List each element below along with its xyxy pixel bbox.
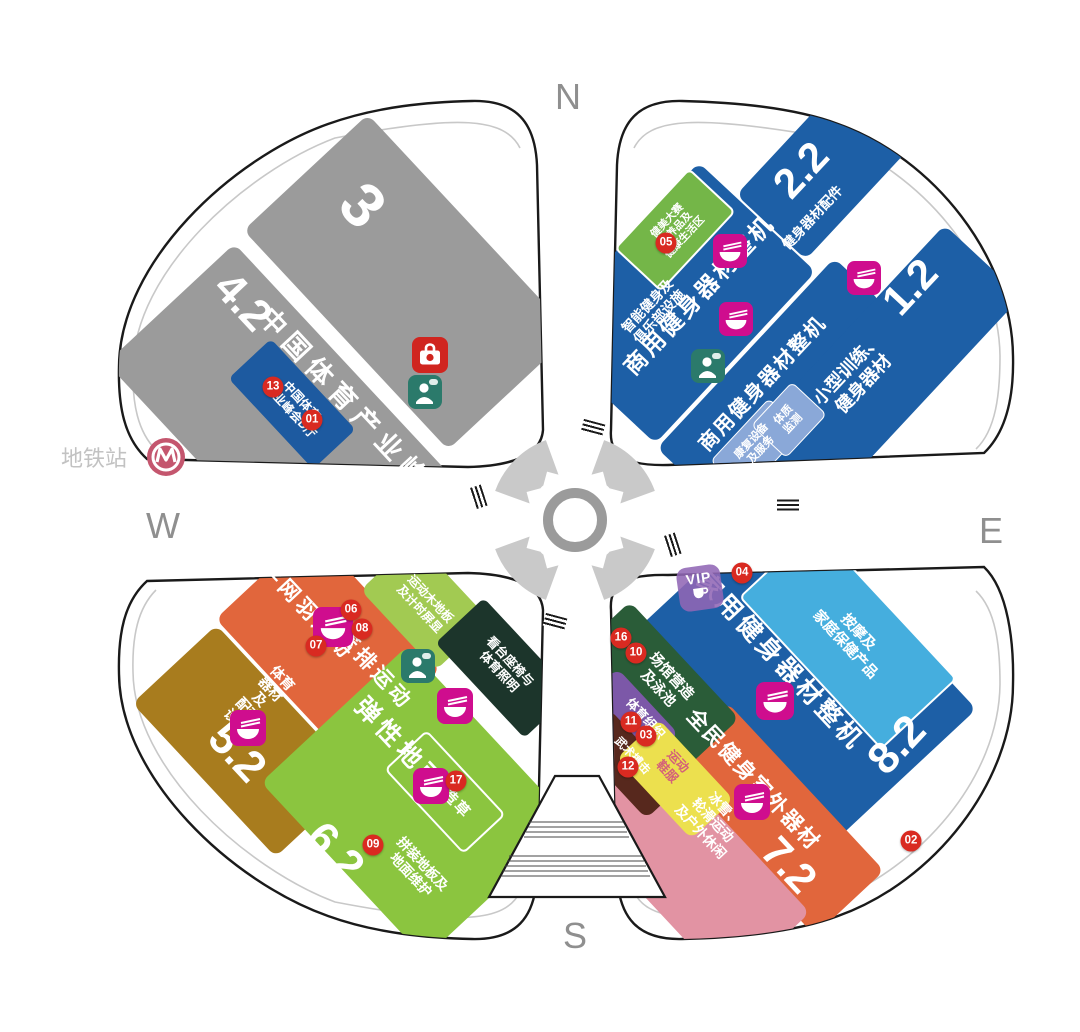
metro-logo-icon (147, 438, 185, 476)
food-icon (734, 784, 770, 820)
marker-02: 02 (900, 830, 922, 852)
food-icon (437, 688, 473, 724)
food-icon (413, 768, 449, 804)
marker-05: 05 (655, 232, 677, 254)
marker-11: 11 (620, 711, 642, 733)
marker-06: 06 (340, 599, 362, 621)
food-icon (847, 261, 881, 295)
compass-e: E (978, 510, 1004, 551)
compass-w: W (146, 505, 180, 546)
compass-s: S (562, 915, 588, 956)
vip-label: VIP (684, 568, 713, 588)
marker-12: 12 (617, 756, 639, 778)
marker-09: 09 (362, 834, 384, 856)
walkway-nw (132, 121, 521, 451)
food-icon (713, 234, 747, 268)
marker-16: 16 (610, 627, 632, 649)
marker-13: 13 (262, 376, 284, 398)
marker-01: 01 (301, 409, 323, 431)
marker-04: 04 (731, 562, 753, 584)
marker-03: 03 (635, 725, 657, 747)
food-icon (719, 302, 753, 336)
info-desk-icon (691, 349, 725, 383)
walkway-sw (132, 589, 521, 919)
info-desk-icon (401, 649, 435, 683)
compass-n: N (555, 76, 581, 117)
first-aid-icon (412, 337, 448, 373)
marker-07: 07 (305, 635, 327, 657)
walkway-ne (633, 121, 1001, 450)
escalator-icon (777, 499, 799, 513)
metro-station-label: 地铁站 (60, 446, 128, 471)
central-hub (495, 440, 655, 600)
info-desk-icon (408, 375, 442, 409)
food-icon (230, 710, 266, 746)
hub-ring (543, 488, 607, 552)
marker-17: 17 (445, 770, 467, 792)
marker-10: 10 (625, 642, 647, 664)
south-stairs (487, 774, 667, 899)
food-icon (756, 682, 794, 720)
vip-icon: VIP (675, 563, 725, 613)
marker-08: 08 (351, 618, 373, 640)
